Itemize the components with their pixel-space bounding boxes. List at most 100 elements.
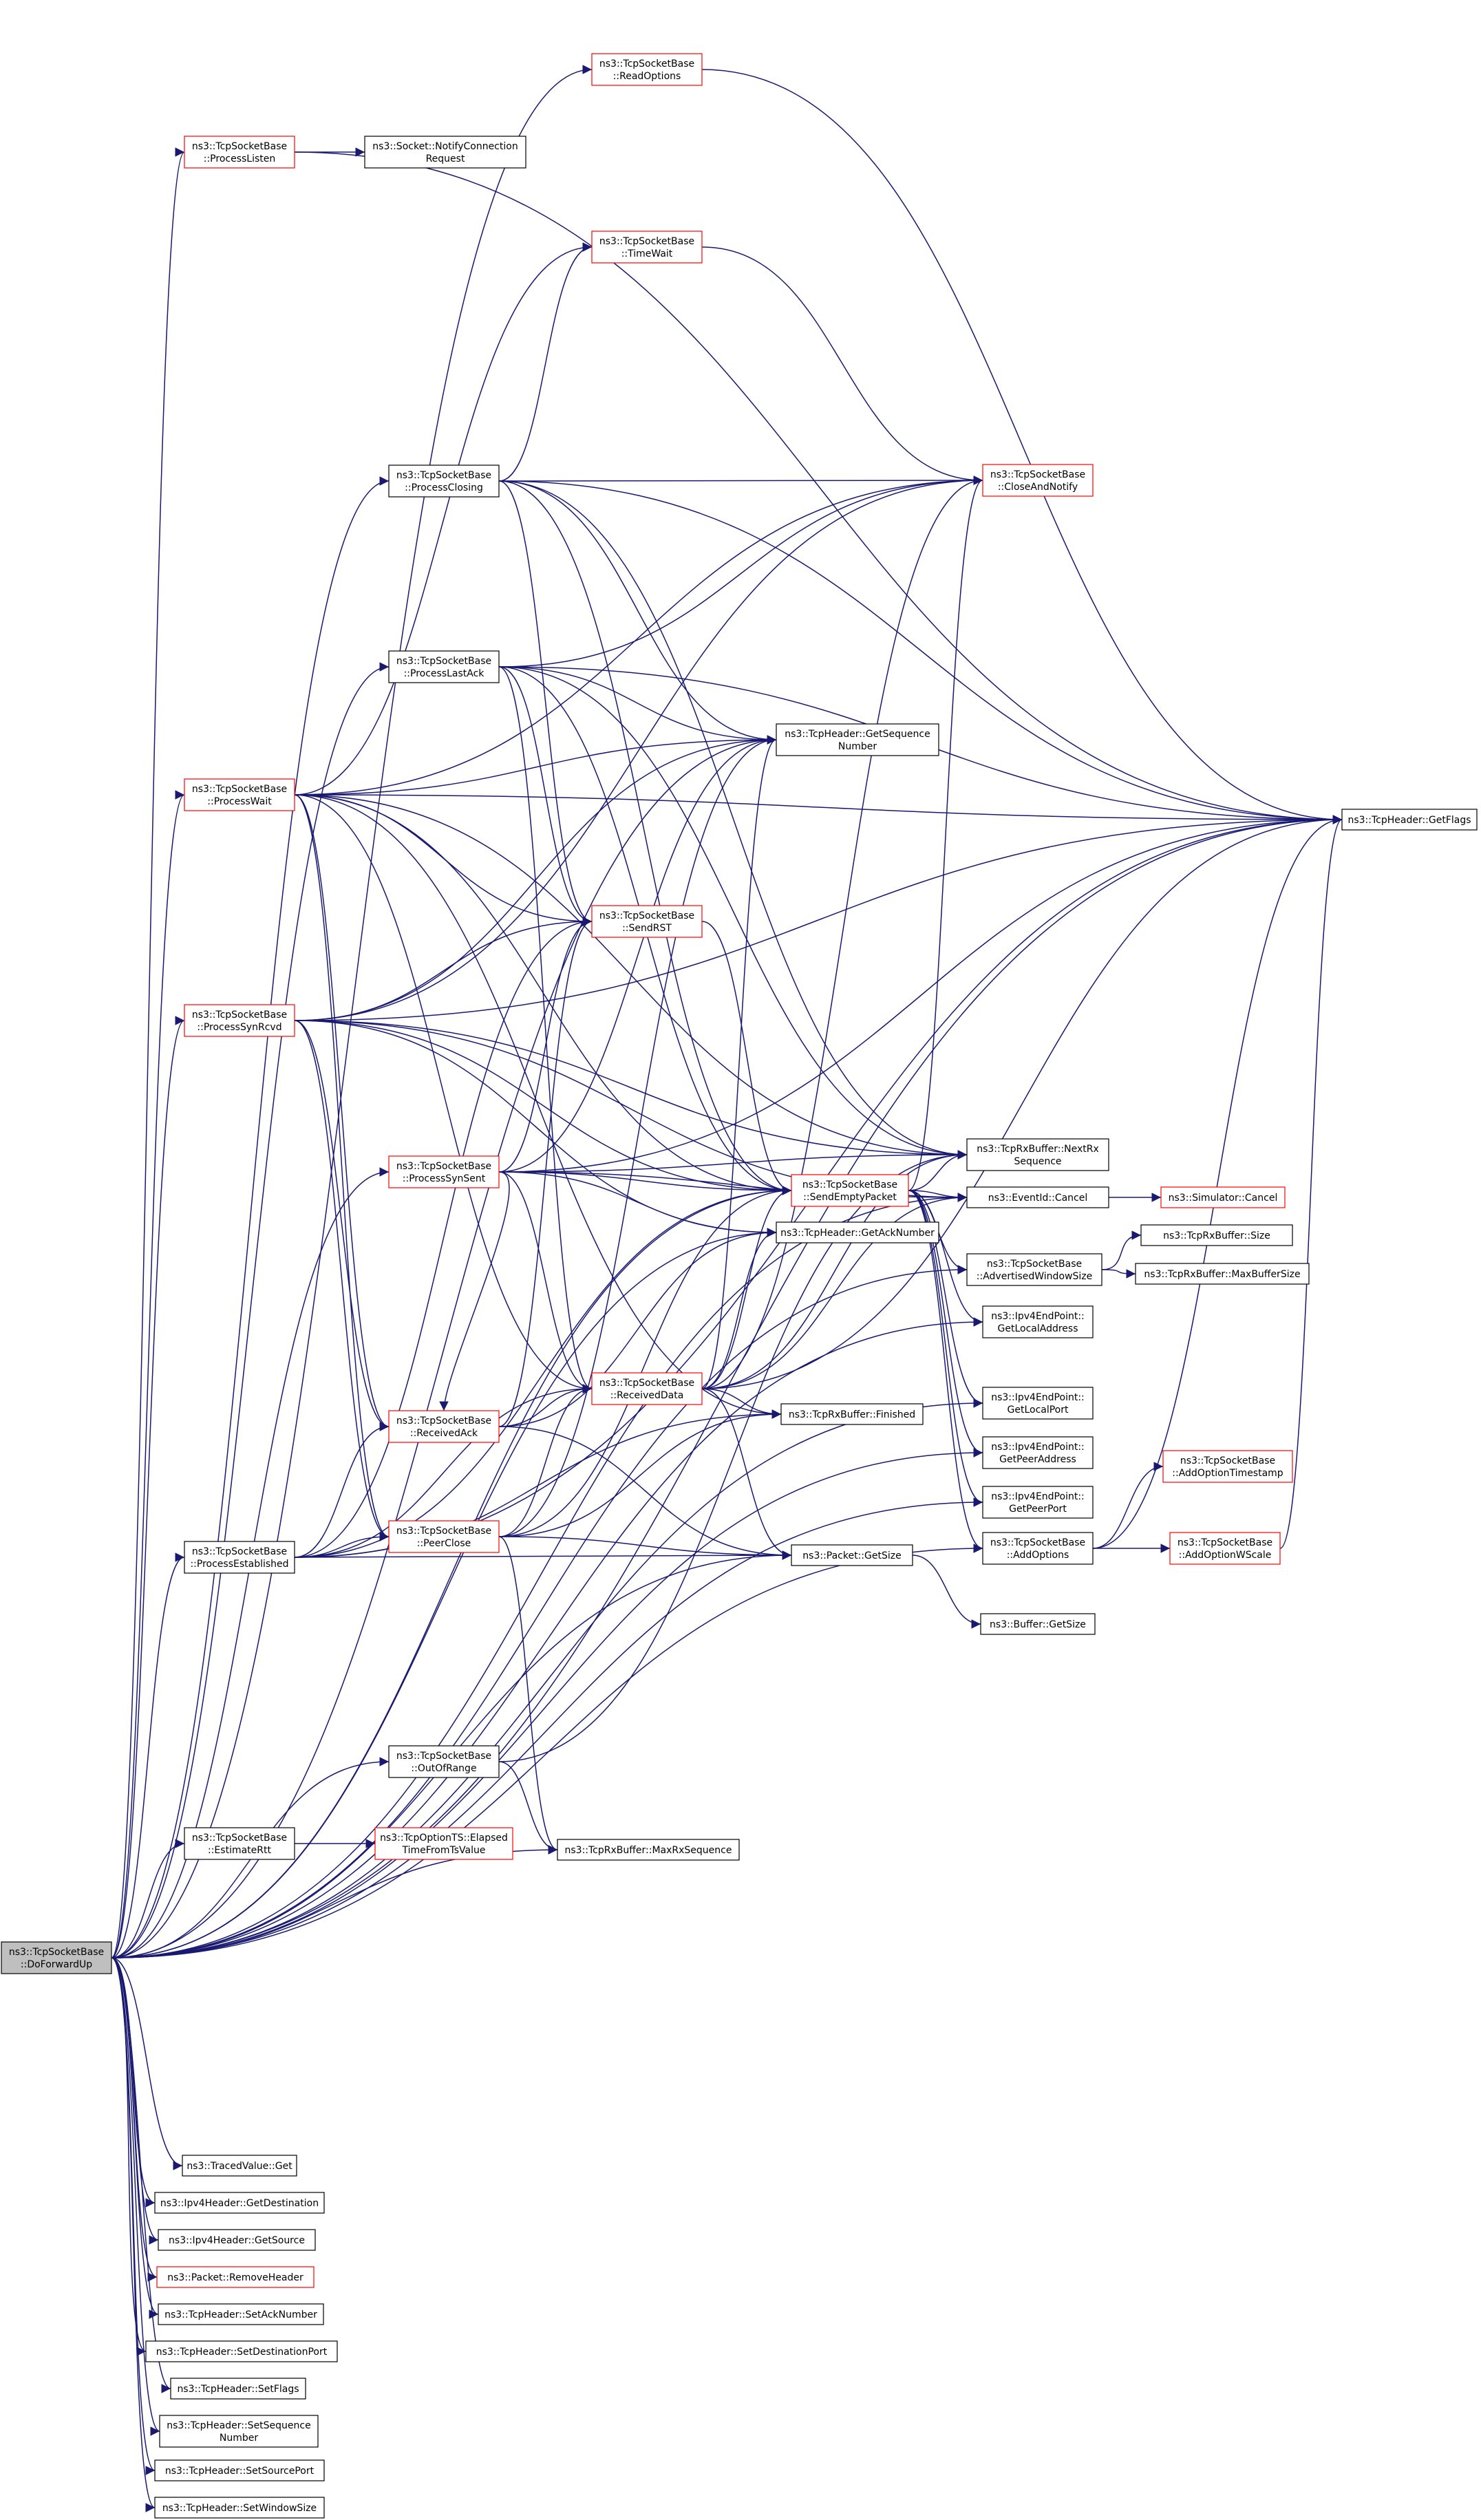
node-removeheader[interactable]: ns3::Packet::RemoveHeader bbox=[156, 2266, 315, 2288]
edge-processlastack-to-getseqnum bbox=[498, 666, 777, 745]
edge-sendemptypacket-to-getlocaladdr bbox=[908, 1190, 983, 1327]
node-box bbox=[591, 1372, 703, 1405]
node-getacknumber[interactable]: ns3::TcpHeader::GetAckNumber bbox=[776, 1221, 939, 1243]
node-maxrxseq[interactable]: ns3::TcpRxBuffer::MaxRxSequence bbox=[557, 1839, 740, 1861]
node-tracedget[interactable]: ns3::TracedValue::Get bbox=[182, 2155, 297, 2177]
edge-processlastack-to-nextrxseq bbox=[498, 666, 968, 1160]
node-eventidcancel[interactable]: ns3::EventId::Cancel bbox=[966, 1186, 1109, 1208]
node-addoptions[interactable]: ns3::TcpSocketBase::AddOptions bbox=[982, 1532, 1094, 1565]
node-processsynsent[interactable]: ns3::TcpSocketBase::ProcessSynSent bbox=[388, 1155, 500, 1188]
node-label: ns3::TcpHeader::SetSourcePort bbox=[165, 2466, 315, 2477]
node-box bbox=[591, 53, 703, 86]
edge-processclosing-to-sendemptypacket bbox=[498, 480, 792, 1195]
edge-doforwardup-to-processestablished bbox=[111, 1552, 185, 1958]
node-box bbox=[982, 1387, 1094, 1420]
node-packetgetsize[interactable]: ns3::Packet::GetSize bbox=[791, 1544, 913, 1566]
edge-peerclose-to-sendemptypacket bbox=[498, 1186, 792, 1537]
node-box bbox=[364, 136, 526, 169]
edge-doforwardup-to-addoptions bbox=[111, 1544, 983, 1958]
node-processestablished[interactable]: ns3::TcpSocketBase::ProcessEstablished bbox=[184, 1541, 295, 1574]
node-box bbox=[791, 1174, 909, 1207]
node-peerclose[interactable]: ns3::TcpSocketBase::PeerClose bbox=[388, 1520, 500, 1553]
node-label: ns3::Simulator::Cancel bbox=[1169, 1193, 1278, 1204]
node-box bbox=[1160, 1186, 1286, 1208]
node-processwait[interactable]: ns3::TcpSocketBase::ProcessWait bbox=[184, 778, 295, 811]
node-box bbox=[966, 1138, 1109, 1171]
edge-doforwardup-to-eventidcancel bbox=[111, 1193, 968, 1958]
edge-processwait-to-nextrxseq bbox=[294, 794, 968, 1160]
node-sendrst[interactable]: ns3::TcpSocketBase::SendRST bbox=[591, 905, 703, 938]
node-timewait[interactable]: ns3::TcpSocketBase::TimeWait bbox=[591, 231, 703, 264]
node-label: ns3::TcpRxBuffer::NextRx bbox=[977, 1144, 1099, 1155]
node-label: ::ReadOptions bbox=[613, 71, 681, 82]
node-setwindowsize[interactable]: ns3::TcpHeader::SetWindowSize bbox=[154, 2497, 325, 2519]
node-label: ns3::Ipv4EndPoint:: bbox=[991, 1311, 1085, 1322]
node-getpeeraddr[interactable]: ns3::Ipv4EndPoint::GetPeerAddress bbox=[982, 1436, 1094, 1469]
node-buffergetsize[interactable]: ns3::Buffer::GetSize bbox=[980, 1613, 1096, 1635]
node-finished[interactable]: ns3::TcpRxBuffer::Finished bbox=[780, 1403, 924, 1425]
node-outofrange[interactable]: ns3::TcpSocketBase::OutOfRange bbox=[388, 1745, 500, 1778]
node-getlocalport[interactable]: ns3::Ipv4EndPoint::GetLocalPort bbox=[982, 1387, 1094, 1420]
edge-receivedack-to-packetgetsize bbox=[498, 1426, 792, 1560]
node-label: ns3::TracedValue::Get bbox=[187, 2161, 292, 2172]
node-box bbox=[776, 723, 939, 756]
node-estimatertt[interactable]: ns3::TcpSocketBase::EstimateRtt bbox=[184, 1827, 295, 1860]
node-setacknumber[interactable]: ns3::TcpHeader::SetAckNumber bbox=[158, 2303, 324, 2325]
node-getdest[interactable]: ns3::Ipv4Header::GetDestination bbox=[154, 2192, 325, 2214]
node-maxbufsize[interactable]: ns3::TcpRxBuffer::MaxBufferSize bbox=[1135, 1263, 1310, 1285]
node-label: Number bbox=[220, 2433, 258, 2444]
node-getpeerport[interactable]: ns3::Ipv4EndPoint::GetPeerPort bbox=[982, 1486, 1094, 1519]
edge-processwait-to-sendemptypacket bbox=[294, 794, 792, 1195]
node-getsource[interactable]: ns3::Ipv4Header::GetSource bbox=[158, 2229, 316, 2251]
node-box bbox=[780, 1403, 924, 1425]
node-label: ::CloseAndNotify bbox=[998, 482, 1078, 493]
edge-processlastack-to-sendrst bbox=[498, 666, 593, 926]
node-simcancel[interactable]: ns3::Simulator::Cancel bbox=[1160, 1186, 1286, 1208]
edge-outofrange-to-maxrxseq bbox=[498, 1761, 558, 1855]
node-label: ns3::TcpSocketBase bbox=[1180, 1455, 1275, 1466]
node-label: ns3::TcpSocketBase bbox=[9, 1947, 104, 1958]
node-label: GetLocalAddress bbox=[998, 1323, 1078, 1334]
node-doforwardup[interactable]: ns3::TcpSocketBase::DoForwardUp bbox=[1, 1941, 112, 1974]
edge-advwinsize-to-rxbufsize bbox=[1101, 1230, 1142, 1270]
node-label: ns3::TcpSocketBase bbox=[396, 470, 491, 481]
node-label: ns3::TcpRxBuffer::MaxBufferSize bbox=[1144, 1269, 1300, 1280]
node-processlastack[interactable]: ns3::TcpSocketBase::ProcessLastAck bbox=[388, 650, 500, 683]
node-sendemptypacket[interactable]: ns3::TcpSocketBase::SendEmptyPacket bbox=[791, 1174, 909, 1207]
node-setflags[interactable]: ns3::TcpHeader::SetFlags bbox=[170, 2378, 306, 2400]
node-setdestport[interactable]: ns3::TcpHeader::SetDestinationPort bbox=[145, 2340, 338, 2362]
node-getflags[interactable]: ns3::TcpHeader::GetFlags bbox=[1341, 809, 1478, 831]
node-rxbufsize[interactable]: ns3::TcpRxBuffer::Size bbox=[1140, 1224, 1293, 1246]
node-addopttimestamp[interactable]: ns3::TcpSocketBase::AddOptionTimestamp bbox=[1162, 1450, 1293, 1483]
node-receivedack[interactable]: ns3::TcpSocketBase::ReceivedAck bbox=[388, 1410, 500, 1443]
node-setsourceport[interactable]: ns3::TcpHeader::SetSourcePort bbox=[154, 2459, 325, 2481]
node-readoptions[interactable]: ns3::TcpSocketBase::ReadOptions bbox=[591, 53, 703, 86]
edge-receiveddata-to-eventidcancel bbox=[701, 1193, 968, 1389]
node-box bbox=[982, 1305, 1094, 1338]
node-addoptwscale[interactable]: ns3::TcpSocketBase::AddOptionWScale bbox=[1169, 1532, 1281, 1565]
node-label: Sequence bbox=[1014, 1156, 1061, 1167]
node-receiveddata[interactable]: ns3::TcpSocketBase::ReceivedData bbox=[591, 1372, 703, 1405]
edge-processlisten-to-getflags bbox=[294, 151, 1343, 824]
edge-doforwardup-to-advwinsize bbox=[111, 1265, 968, 1958]
node-processclosing[interactable]: ns3::TcpSocketBase::ProcessClosing bbox=[388, 465, 500, 498]
node-label: ns3::TcpSocketBase bbox=[599, 910, 694, 921]
node-label: ::TimeWait bbox=[621, 248, 673, 259]
node-processsynrcvd[interactable]: ns3::TcpSocketBase::ProcessSynRcvd bbox=[184, 1004, 295, 1037]
edge-processclosing-to-sendrst bbox=[498, 480, 593, 926]
node-closeandnotify[interactable]: ns3::TcpSocketBase::CloseAndNotify bbox=[982, 464, 1094, 497]
node-label: ::PeerClose bbox=[417, 1538, 471, 1549]
edge-receivedack-to-getacknumber bbox=[498, 1228, 777, 1427]
edge-processsynsent-to-sendrst bbox=[498, 917, 593, 1173]
node-processlisten[interactable]: ns3::TcpSocketBase::ProcessListen bbox=[184, 136, 295, 169]
node-getlocaladdr[interactable]: ns3::Ipv4EndPoint::GetLocalAddress bbox=[982, 1305, 1094, 1338]
node-advwinsize[interactable]: ns3::TcpSocketBase::AdvertisedWindowSize bbox=[966, 1253, 1102, 1286]
node-label: ns3::TcpSocketBase bbox=[192, 1833, 287, 1844]
edge-processsynsent-to-getflags bbox=[498, 815, 1343, 1173]
